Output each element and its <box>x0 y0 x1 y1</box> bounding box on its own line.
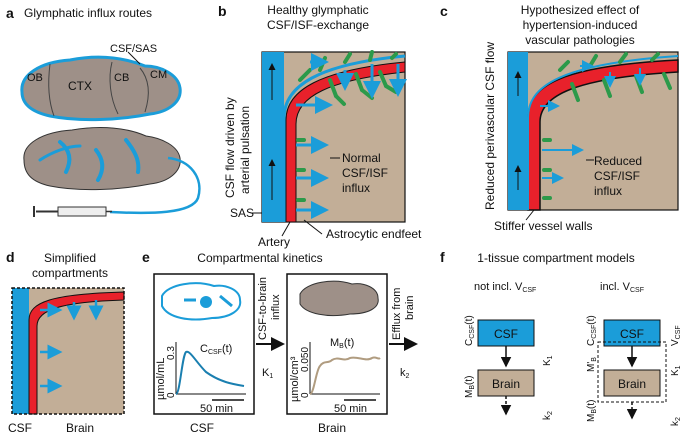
efflux-line-2: brain <box>404 296 416 320</box>
brain-ytick-top: 0.050 <box>300 347 311 372</box>
panel-e: e Compartmental kinetics µmol/mL 0.3 0 C… <box>142 249 418 435</box>
mprime-label-right: M'B <box>586 357 598 372</box>
csf-curve-label: CCSF(t) <box>200 343 232 356</box>
panel-c-title-2: hypertension-induced <box>523 18 638 32</box>
panel-f-title: 1-tissue compartment models <box>477 251 634 265</box>
k2-label-left: k2 <box>542 411 554 420</box>
influx-arrows-c <box>540 60 646 184</box>
k1-label-right: K1 <box>670 365 682 376</box>
panel-e-letter: e <box>142 249 150 265</box>
k2-label-right: k2 <box>670 417 682 426</box>
csf-box-left-label: CSF <box>494 327 518 341</box>
brain-scalebar: 50 min <box>334 403 367 415</box>
panel-d: d Simplified compartments CSF Brain <box>6 249 125 435</box>
brain-caption: Brain <box>318 421 346 435</box>
panel-b-title-1: Healthy glymphatic <box>267 3 368 17</box>
label-endfeet: Astrocytic endfeet <box>326 227 422 241</box>
brain-ylabel: µmol/cm³ <box>289 356 301 402</box>
panel-b-letter: b <box>218 3 227 19</box>
c-label-left: CCSF(t) <box>464 315 476 346</box>
panel-b-side-2: arterial pulsation <box>238 106 252 194</box>
rat-brain-bottom <box>23 127 201 217</box>
label-csf-sas: CSF/SAS <box>110 43 157 55</box>
panel-a-title: Glymphatic influx routes <box>24 6 152 20</box>
label-normal-2: CSF/ISF <box>342 166 388 180</box>
panel-c-title-3: vascular pathologies <box>525 33 634 47</box>
brain-curve-label: MB(t) <box>330 337 354 350</box>
label-ctx: CTX <box>68 79 92 93</box>
label-artery: Artery <box>258 235 290 249</box>
label-csf-d: CSF <box>8 421 32 435</box>
label-normal-1: Normal <box>342 151 381 165</box>
sas-channel-c <box>508 52 528 210</box>
csf-ytick-bottom: 0 <box>166 392 177 398</box>
m-label-left: MB(t) <box>464 376 476 398</box>
label-brain-d: Brain <box>66 421 94 435</box>
label-reduced-1: Reduced <box>594 154 642 168</box>
influx-arrows-d <box>40 300 104 394</box>
brain-curve-axes <box>309 342 380 395</box>
brain-ytick-bottom: 0 <box>300 392 311 398</box>
csf-curve <box>175 350 245 395</box>
panel-b: b Healthy glymphatic CSF/ISF-exchange <box>218 3 422 249</box>
panel-c-side: Reduced perivascular CSF flow <box>483 42 497 210</box>
panel-b-title-2: CSF/ISF-exchange <box>267 18 369 32</box>
label-sas: SAS <box>230 206 254 220</box>
efflux-line-1: Efflux from <box>391 288 403 340</box>
influx-line-2: influx <box>270 294 282 320</box>
k1-label-left: K1 <box>542 355 554 366</box>
panel-f: f 1-tissue compartment models not incl. … <box>440 249 682 426</box>
artery-d <box>28 291 125 415</box>
v-label-right: VCSF <box>670 325 682 346</box>
k2-label-e: k2 <box>400 367 410 380</box>
panel-d-title-2: compartments <box>32 266 108 280</box>
c-label-right: CCSF(t) <box>586 315 598 346</box>
sas-channel-b <box>262 52 284 222</box>
rat-brain-top <box>20 51 182 122</box>
csf-curve-axes <box>175 342 246 395</box>
label-walls: Stiffer vessel walls <box>494 219 592 233</box>
csf-ytick-top: 0.3 <box>166 346 177 360</box>
label-cb: CB <box>114 72 129 84</box>
panel-d-letter: d <box>6 249 15 265</box>
label-ob: OB <box>27 72 43 84</box>
csf-caption: CSF <box>190 421 214 435</box>
panel-c: c Hypothesized effect of hypertension-in… <box>440 3 679 233</box>
label-reduced-3: influx <box>594 184 622 198</box>
panel-e-title: Compartmental kinetics <box>197 251 322 265</box>
k1-label-e: K1 <box>262 367 273 380</box>
brain-thumbnail <box>299 280 379 317</box>
panel-f-letter: f <box>440 249 445 265</box>
panel-b-side-1: CSF flow driven by <box>223 97 237 198</box>
label-cm: CM <box>150 69 167 81</box>
csf-ylabel: µmol/mL <box>155 358 167 400</box>
csf-compartment-d <box>12 288 29 414</box>
panel-a-letter: a <box>6 5 14 21</box>
m-label-right: MB(t) <box>586 400 598 422</box>
csf-kinetics-box <box>153 273 255 415</box>
panel-d-title-1: Simplified <box>44 251 96 265</box>
panel-f-right-title: incl. VCSF <box>600 281 644 294</box>
csf-box-right-label: CSF <box>620 327 644 341</box>
panel-a: a Glymphatic influx routes CSF/SAS OB CT… <box>6 5 201 217</box>
artery-b <box>285 61 406 223</box>
csf-box-left <box>477 319 535 347</box>
csf-scalebar: 50 min <box>200 403 233 415</box>
panel-c-title-1: Hypothesized effect of <box>521 3 640 17</box>
label-reduced-2: CSF/ISF <box>594 169 640 183</box>
influx-arrows-b <box>296 53 407 219</box>
panel-c-letter: c <box>440 3 448 19</box>
brain-kinetics-box <box>286 273 388 415</box>
influx-line-1: CSF-to-brain <box>257 277 269 340</box>
brain-box-left <box>477 369 535 397</box>
label-normal-3: influx <box>342 181 370 195</box>
brain-box-right <box>603 369 661 397</box>
brain-curve <box>309 356 381 395</box>
syringe-icon <box>33 206 112 217</box>
brain-box-right-label: Brain <box>618 377 646 391</box>
panel-f-left-title: not incl. VCSF <box>474 281 536 294</box>
csf-brain-outline <box>161 282 242 321</box>
brain-box-left-label: Brain <box>492 377 520 391</box>
